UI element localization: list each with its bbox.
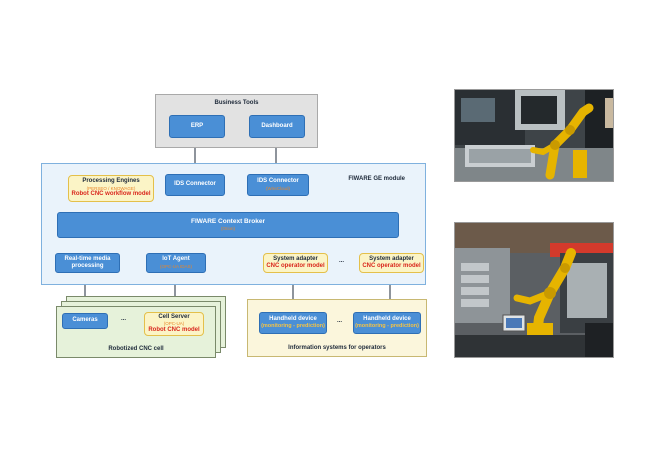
robot-cnc-photo-bottom-graphic [455,223,613,357]
system-adapter-2-box: System adapter CNC operator model [359,253,424,273]
context-broker-label: FIWARE Context Broker [190,218,266,226]
context-broker-sub: (Orion) [220,226,235,232]
ids-connector-right-label: IDS Connector [257,178,299,185]
realtime-media-box: Real-time media processing [55,253,120,273]
ids-connector-right-sub: (WireCloud) [265,185,290,191]
robot-cnc-photo-top-graphic [455,90,613,181]
cnc-cell-title: Robotized CNC cell [108,346,164,352]
handheld-device-2-box: Handheld device (monitoring - prediction… [353,312,421,334]
handheld-device-1-box: Handheld device (monitoring - prediction… [259,312,327,334]
realtime-media-line1: Real-time media [64,255,111,262]
cell-server-model: Robot CNC model [148,326,200,333]
cell-server-box: Cell Server (OPC-UA) Robot CNC model [144,312,204,336]
processing-engines-title: Processing Engines [82,178,140,185]
system-adapter-1-label: System adapter [273,255,318,262]
dashboard-label: Dashboard [261,122,293,129]
context-broker-box: FIWARE Context Broker (Orion) [57,212,399,238]
system-adapter-2-model: CNC operator model [362,263,421,269]
adapter-ellipsis: ... [339,258,345,264]
iot-agent-label: IoT Agent [162,256,190,263]
ids-connector-left-box: IDS Connector [165,174,225,196]
iot-agent-box: IoT Agent (OPC-UA IDAS) [146,253,206,273]
handheld-device-2-label: Handheld device [363,315,411,322]
handheld-device-1-sub: (monitoring - prediction) [261,323,325,330]
system-adapter-2-label: System adapter [369,255,414,262]
business-tools-title: Business Tools [214,100,259,106]
robot-cnc-photo-top [454,89,614,182]
processing-engines-box: Processing Engines (PERSEO / KNOWAGE) Ro… [68,175,154,202]
system-adapter-1-model: CNC operator model [266,263,325,269]
system-adapter-1-box: System adapter CNC operator model [263,253,328,273]
fiware-module-label: FIWARE GE module [348,176,405,182]
operators-ellipsis: ... [337,318,343,324]
handheld-device-1-label: Handheld device [269,315,317,322]
cell-server-label: Cell Server [158,313,190,320]
cameras-box: Cameras [62,313,108,329]
operators-title: Information systems for operators [288,345,386,351]
cell-server-sub: (OPC-UA) [163,321,185,327]
dashboard-box: Dashboard [249,115,305,138]
processing-engines-model: Robot CNC workflow model [71,191,151,198]
erp-label: ERP [190,122,204,129]
realtime-media-line2: processing [71,263,104,269]
processing-engines-sub: (PERSEO / KNOWAGE) [86,185,136,191]
iot-agent-sub: (OPC-UA IDAS) [159,263,192,269]
ids-connector-right-box: IDS Connector (WireCloud) [247,174,309,196]
cameras-label: Cameras [72,317,98,324]
robot-cnc-photo-bottom [454,222,614,358]
ids-connector-left-label: IDS Connector [174,181,216,188]
handheld-device-2-sub: (monitoring - prediction) [355,323,419,330]
cnc-ellipsis: ... [121,316,127,322]
erp-box: ERP [169,115,225,138]
